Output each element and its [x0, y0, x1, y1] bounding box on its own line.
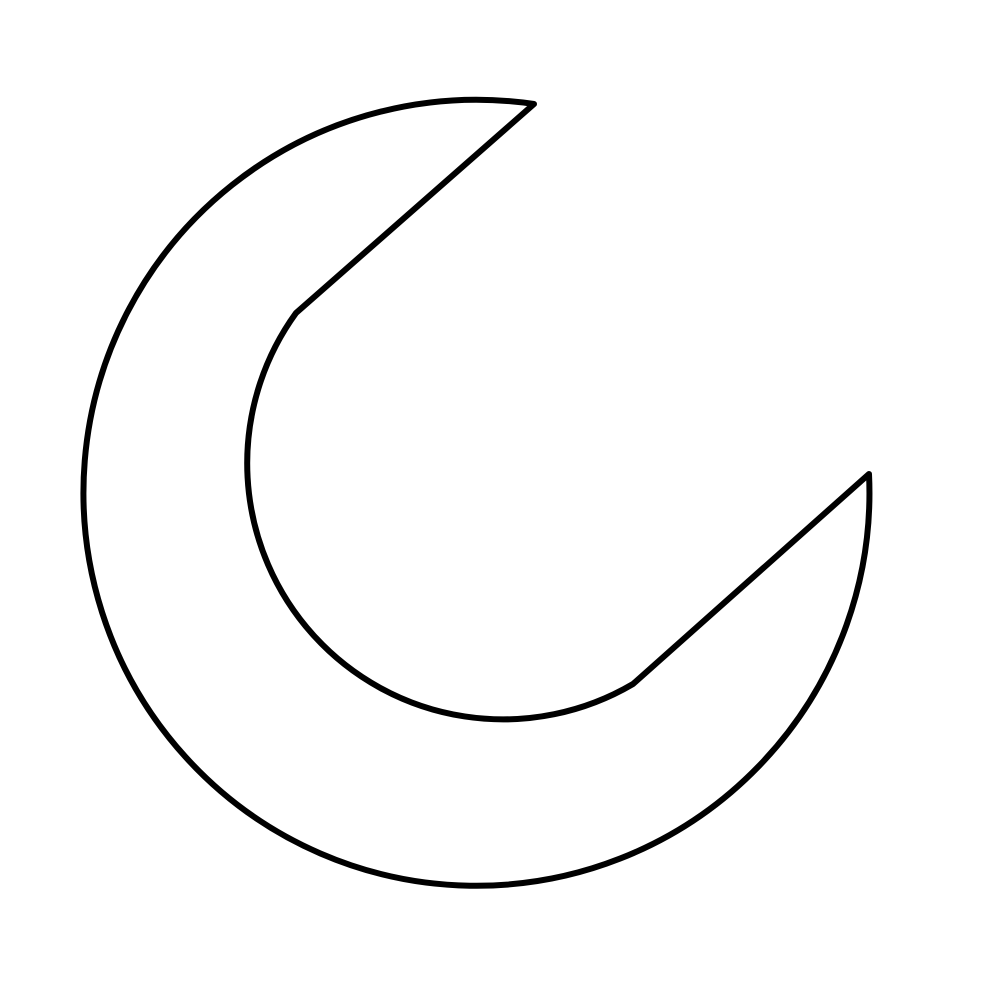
ring-outline	[80, 96, 873, 889]
